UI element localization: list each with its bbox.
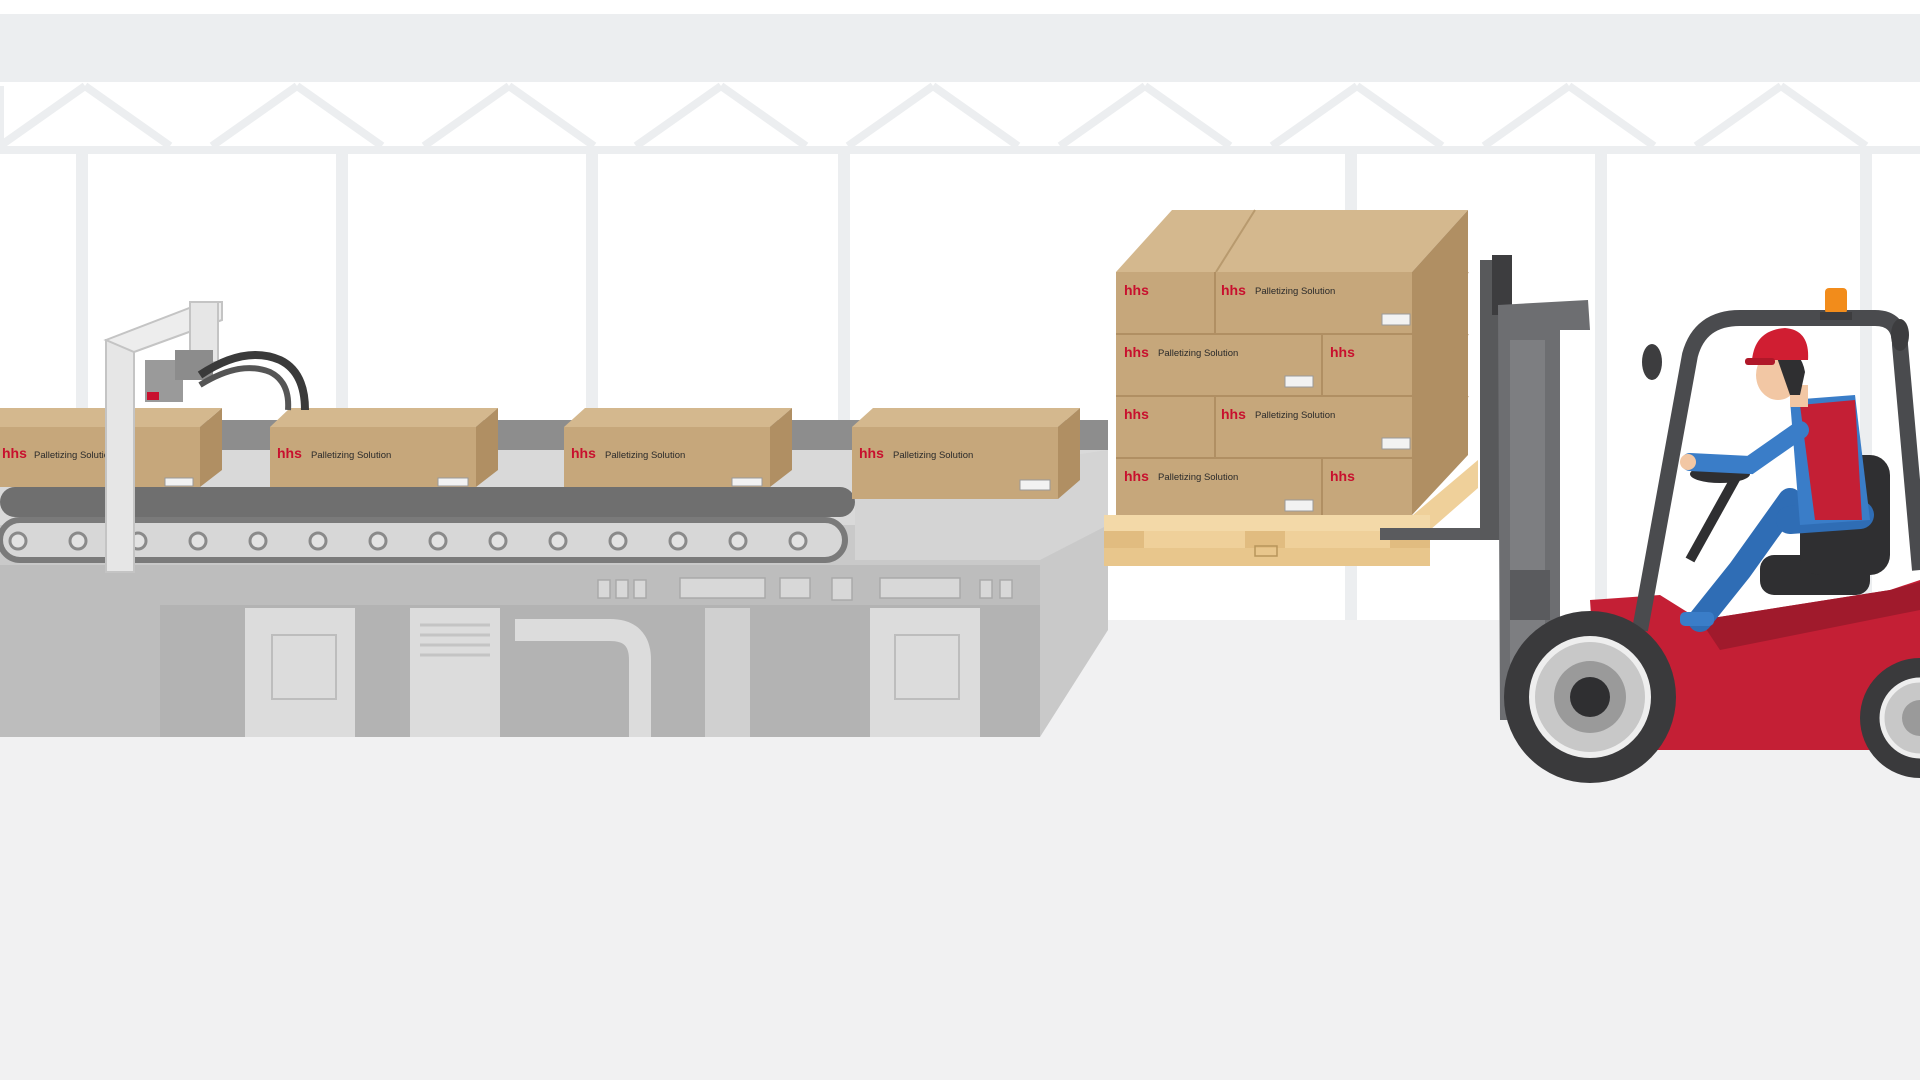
box-logo: hhs [1124,468,1149,484]
control-cabinet-right [870,608,980,737]
label-applicator [103,301,309,573]
box-label: Palletizing Solution [1255,410,1335,421]
box-logo: hhs [1124,282,1149,298]
box-logo: hhs [859,445,884,461]
box-logo: hhs [1330,344,1355,360]
box-label: Palletizing Solution [311,450,391,461]
fork-arm [1480,260,1500,540]
box-logo: hhs [571,445,596,461]
conveyor-box: hhs Palletizing Solution [270,408,498,487]
conveyor-box: hhs Palletizing Solution [852,408,1080,499]
control-cabinet-left [245,608,355,737]
conveyor-box: hhs Palletizing Solution [564,408,792,487]
conveyor-box: hhs Palletizing Solution [0,408,222,487]
box-logo: hhs [1221,282,1246,298]
conveyor-belt [0,420,1108,563]
warning-light [1825,288,1847,314]
forklift [1380,255,1920,783]
fork-tine [1380,528,1488,540]
rear-wheel [1860,658,1920,778]
hard-hat [1752,328,1809,360]
driver [1680,328,1874,632]
box-label: Palletizing Solution [605,450,685,461]
box-label: Palletizing Solution [34,450,114,461]
box-logo: hhs [1124,406,1149,422]
ceiling-truss [0,0,1920,154]
box-logo: hhs [1330,468,1355,484]
box-label: Palletizing Solution [893,450,973,461]
box-logo: hhs [2,445,27,461]
box-label: Palletizing Solution [1158,472,1238,483]
box-label: Palletizing Solution [1255,286,1335,297]
control-panel [410,608,500,737]
front-wheel [1504,611,1676,783]
box-logo: hhs [1221,406,1246,422]
box-logo: hhs [277,445,302,461]
pallet-box-stack: hhs hhs Palletizing Solution hhs Palleti… [1116,209,1469,515]
box-label: Palletizing Solution [1158,348,1238,359]
box-logo: hhs [1124,344,1149,360]
ceiling-truss-braces [0,82,1869,150]
